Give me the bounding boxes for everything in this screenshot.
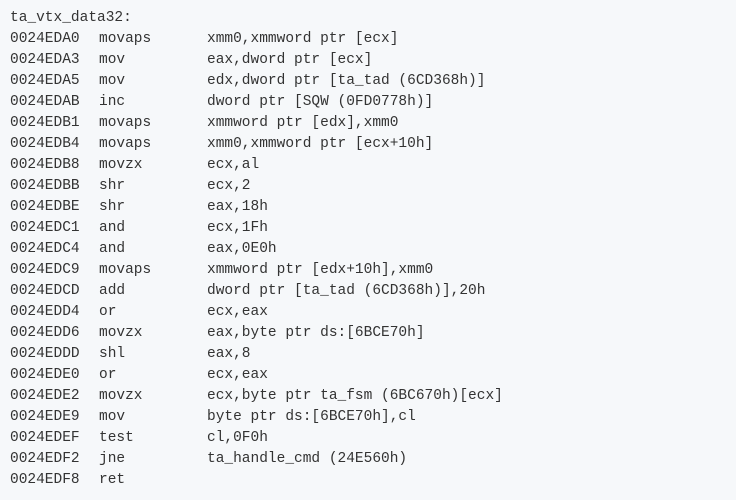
instruction-mnemonic: mov	[99, 409, 126, 425]
instruction-mnemonic: and	[99, 220, 126, 236]
instruction-operands: eax,0E0h	[207, 241, 277, 257]
instruction-address: 0024EDEF	[10, 430, 80, 446]
instruction-operands: eax,dword ptr [ecx]	[207, 52, 373, 68]
instruction-address: 0024EDD4	[10, 304, 80, 320]
code-line: 0024EDC1 and ecx,1Fh	[10, 218, 736, 239]
instruction-mnemonic: mov	[99, 52, 126, 68]
instruction-mnemonic: movaps	[99, 115, 152, 131]
instruction-address: 0024EDA3	[10, 52, 80, 68]
instruction-mnemonic: shr	[99, 178, 126, 194]
code-line: 0024EDD6 movzx eax,byte ptr ds:[6BCE70h]	[10, 323, 736, 344]
code-line: 0024EDBE shr eax,18h	[10, 197, 736, 218]
instruction-mnemonic: movzx	[99, 325, 143, 341]
code-line: 0024EDF2 jne ta_handle_cmd (24E560h)	[10, 449, 736, 470]
instruction-mnemonic: ret	[99, 472, 126, 488]
instruction-mnemonic: add	[99, 283, 126, 299]
code-line: 0024EDA0 movaps xmm0,xmmword ptr [ecx]	[10, 29, 736, 50]
code-line: 0024EDC4 and eax,0E0h	[10, 239, 736, 260]
code-line: 0024EDA3 mov eax,dword ptr [ecx]	[10, 50, 736, 71]
instruction-mnemonic: or	[99, 304, 117, 320]
instruction-operands: ecx,al	[207, 157, 260, 173]
function-label: ta_vtx_data32:	[10, 10, 132, 26]
code-line: 0024EDB8 movzx ecx,al	[10, 155, 736, 176]
instruction-operands: edx,dword ptr [ta_tad (6CD368h)]	[207, 73, 486, 89]
instruction-operands: xmmword ptr [edx],xmm0	[207, 115, 399, 131]
instruction-address: 0024EDE0	[10, 367, 80, 383]
instruction-mnemonic: inc	[99, 94, 126, 110]
instruction-address: 0024EDD6	[10, 325, 80, 341]
code-line: 0024EDD4 or ecx,eax	[10, 302, 736, 323]
instruction-operands: ecx,eax	[207, 304, 268, 320]
instruction-mnemonic: shr	[99, 199, 126, 215]
code-line: 0024EDAB inc dword ptr [SQW (0FD0778h)]	[10, 92, 736, 113]
instruction-address: 0024EDB1	[10, 115, 80, 131]
instruction-address: 0024EDF8	[10, 472, 80, 488]
instruction-address: 0024EDF2	[10, 451, 80, 467]
code-line: 0024EDEF test cl,0F0h	[10, 428, 736, 449]
instruction-operands	[207, 470, 736, 491]
instruction-address: 0024EDB4	[10, 136, 80, 152]
instruction-operands: xmm0,xmmword ptr [ecx]	[207, 31, 399, 47]
instruction-operands: eax,18h	[207, 199, 268, 215]
code-line: 0024EDA5 mov edx,dword ptr [ta_tad (6CD3…	[10, 71, 736, 92]
instruction-mnemonic: and	[99, 241, 126, 257]
instruction-mnemonic: movzx	[99, 157, 143, 173]
instruction-mnemonic: or	[99, 367, 117, 383]
instruction-operands: eax,8	[207, 346, 251, 362]
instruction-address: 0024EDA5	[10, 73, 80, 89]
code-line: 0024EDC9 movaps xmmword ptr [edx+10h],xm…	[10, 260, 736, 281]
code-line: 0024EDE2 movzx ecx,byte ptr ta_fsm (6BC6…	[10, 386, 736, 407]
instruction-address: 0024EDE2	[10, 388, 80, 404]
instruction-operands: eax,byte ptr ds:[6BCE70h]	[207, 325, 425, 341]
instruction-mnemonic: movaps	[99, 31, 152, 47]
code-line: 0024EDF8 ret	[10, 470, 736, 491]
instruction-mnemonic: movzx	[99, 388, 143, 404]
code-line: 0024EDB1 movaps xmmword ptr [edx],xmm0	[10, 113, 736, 134]
instruction-operands: ecx,2	[207, 178, 251, 194]
instruction-address: 0024EDBB	[10, 178, 80, 194]
instruction-mnemonic: movaps	[99, 262, 152, 278]
instruction-address: 0024EDC4	[10, 241, 80, 257]
instruction-address: 0024EDA0	[10, 31, 80, 47]
code-line: 0024EDE0 or ecx,eax	[10, 365, 736, 386]
instruction-operands: ecx,byte ptr ta_fsm (6BC670h)[ecx]	[207, 388, 503, 404]
instruction-operands: ta_handle_cmd (24E560h)	[207, 451, 408, 467]
instruction-operands: byte ptr ds:[6BCE70h],cl	[207, 409, 416, 425]
code-line: 0024EDCD add dword ptr [ta_tad (6CD368h)…	[10, 281, 736, 302]
instruction-address: 0024EDDD	[10, 346, 80, 362]
instruction-address: 0024EDC1	[10, 220, 80, 236]
instruction-address: 0024EDE9	[10, 409, 80, 425]
instruction-mnemonic: mov	[99, 73, 126, 89]
code-line: 0024EDE9 mov byte ptr ds:[6BCE70h],cl	[10, 407, 736, 428]
code-line: 0024EDBB shr ecx,2	[10, 176, 736, 197]
instruction-operands: dword ptr [ta_tad (6CD368h)],20h	[207, 283, 486, 299]
instruction-mnemonic: jne	[99, 451, 126, 467]
instruction-address: 0024EDB8	[10, 157, 80, 173]
instruction-address: 0024EDAB	[10, 94, 80, 110]
instruction-operands: xmmword ptr [edx+10h],xmm0	[207, 262, 434, 278]
instruction-operands: cl,0F0h	[207, 430, 268, 446]
instruction-operands: xmm0,xmmword ptr [ecx+10h]	[207, 136, 434, 152]
code-line: 0024EDDD shl eax,8	[10, 344, 736, 365]
instruction-address: 0024EDBE	[10, 199, 80, 215]
instruction-address: 0024EDCD	[10, 283, 80, 299]
instruction-operands: ecx,1Fh	[207, 220, 268, 236]
instruction-mnemonic: movaps	[99, 136, 152, 152]
instruction-address: 0024EDC9	[10, 262, 80, 278]
instruction-operands: dword ptr [SQW (0FD0778h)]	[207, 94, 434, 110]
code-line: 0024EDB4 movaps xmm0,xmmword ptr [ecx+10…	[10, 134, 736, 155]
instruction-mnemonic: shl	[99, 346, 126, 362]
instruction-operands: ecx,eax	[207, 367, 268, 383]
instruction-mnemonic: test	[99, 430, 134, 446]
